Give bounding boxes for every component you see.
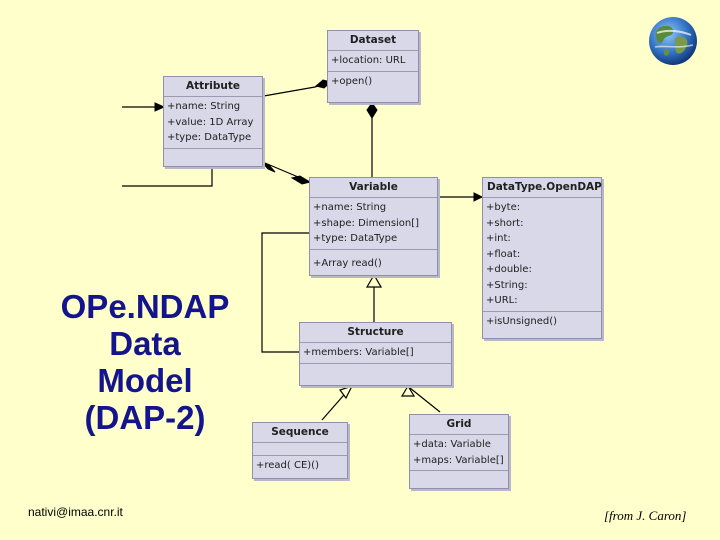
operations-section: +Array read() bbox=[310, 248, 437, 274]
structure-members-link bbox=[261, 232, 310, 353]
attribute-row: +int: bbox=[486, 233, 511, 244]
structure-generalization-triangle-left bbox=[339, 384, 354, 400]
attribute-variable-diamond bbox=[261, 161, 276, 173]
operations-section bbox=[300, 362, 451, 380]
attributes-section: +byte: +short: +int: +float: +double: +S… bbox=[483, 197, 601, 311]
attribute-row: +type: DataType bbox=[167, 132, 252, 143]
operation-row: +isUnsigned() bbox=[486, 315, 558, 327]
variable-attribute-diamond bbox=[290, 175, 312, 185]
title-line: (DAP-2) bbox=[84, 399, 206, 436]
attribute-row: +double: bbox=[486, 264, 532, 275]
attribute-row: +float: bbox=[486, 248, 521, 260]
attribute-row: +value: 1D Array bbox=[167, 116, 254, 128]
attribute-row: +String: bbox=[486, 279, 528, 291]
attribute-row: +name: String bbox=[167, 101, 241, 112]
grid-generalization bbox=[409, 387, 441, 413]
attribute-class: Attribute +name: String +value: 1D Array… bbox=[163, 76, 263, 167]
class-name: Grid bbox=[446, 418, 472, 430]
class-name: DataType.OpenDAP bbox=[487, 181, 602, 193]
operation-row: +open() bbox=[331, 75, 373, 87]
variable-class: Variable +name: String +shape: Dimension… bbox=[309, 177, 438, 276]
operations-section: +isUnsigned() bbox=[483, 310, 601, 332]
attributes-section: +name: String +shape: Dimension[] +type:… bbox=[310, 197, 437, 249]
title-line: Data bbox=[109, 325, 181, 362]
attribute-row: +byte: bbox=[486, 202, 521, 213]
dataset-variable-diamond bbox=[366, 102, 378, 119]
class-name: Structure bbox=[347, 326, 404, 338]
class-name: Variable bbox=[349, 181, 398, 193]
attribute-row: +type: DataType bbox=[313, 233, 398, 244]
structure-class: Structure +members: Variable[] bbox=[299, 322, 452, 386]
class-name: Dataset bbox=[349, 34, 397, 46]
attribute-row: +maps: Variable[] bbox=[413, 454, 504, 466]
attribute-row: +members: Variable[] bbox=[303, 347, 414, 358]
sequence-class: Sequence +read( CE)() bbox=[252, 422, 348, 479]
operation-row: +read( CE)() bbox=[256, 460, 319, 471]
attributes-section: +members: Variable[] bbox=[300, 342, 451, 363]
source-credit: [from J. Caron] bbox=[604, 508, 687, 523]
class-name: Sequence bbox=[271, 426, 329, 438]
dataset-class: Dataset +location: URL +open() bbox=[327, 30, 419, 103]
attribute-row: +shape: Dimension[] bbox=[313, 217, 420, 229]
attributes-section: +name: String +value: 1D Array +type: Da… bbox=[164, 96, 262, 148]
operations-section bbox=[410, 470, 508, 483]
attribute-row: +URL: bbox=[486, 295, 518, 306]
datatype-opendap-class: DataType.OpenDAP +byte: +short: +int: +f… bbox=[482, 177, 602, 339]
operations-section: +read( CE)() bbox=[253, 455, 347, 476]
datatype-arrowhead bbox=[473, 192, 484, 202]
globe-icon bbox=[649, 17, 697, 65]
structure-generalization-triangle-right bbox=[400, 384, 416, 397]
attribute-row: +data: Variable bbox=[413, 439, 491, 450]
attribute-row: +location: URL bbox=[331, 55, 406, 66]
attribute-bottom-connector bbox=[122, 166, 213, 187]
attributes-section bbox=[253, 442, 347, 455]
attributes-section: +location: URL bbox=[328, 50, 418, 71]
attribute-row: +short: bbox=[486, 217, 524, 229]
attribute-arrowhead bbox=[154, 102, 166, 112]
grid-class: Grid +data: Variable +maps: Variable[] bbox=[409, 414, 509, 489]
author-email: nativi@imaa.cnr.it bbox=[28, 505, 123, 519]
operations-section bbox=[164, 147, 262, 165]
operations-section: +open() bbox=[328, 70, 418, 92]
variable-generalization-triangle bbox=[365, 273, 383, 288]
attribute-row: +name: String bbox=[313, 202, 387, 213]
slide-title: OPe.NDAP Data Model (DAP-2) bbox=[45, 288, 245, 436]
title-line: OPe.NDAP bbox=[60, 288, 230, 325]
class-name: Attribute bbox=[185, 80, 241, 92]
title-line: Model bbox=[97, 362, 193, 399]
attributes-section: +data: Variable +maps: Variable[] bbox=[410, 434, 508, 470]
operation-row: +Array read() bbox=[313, 257, 382, 269]
